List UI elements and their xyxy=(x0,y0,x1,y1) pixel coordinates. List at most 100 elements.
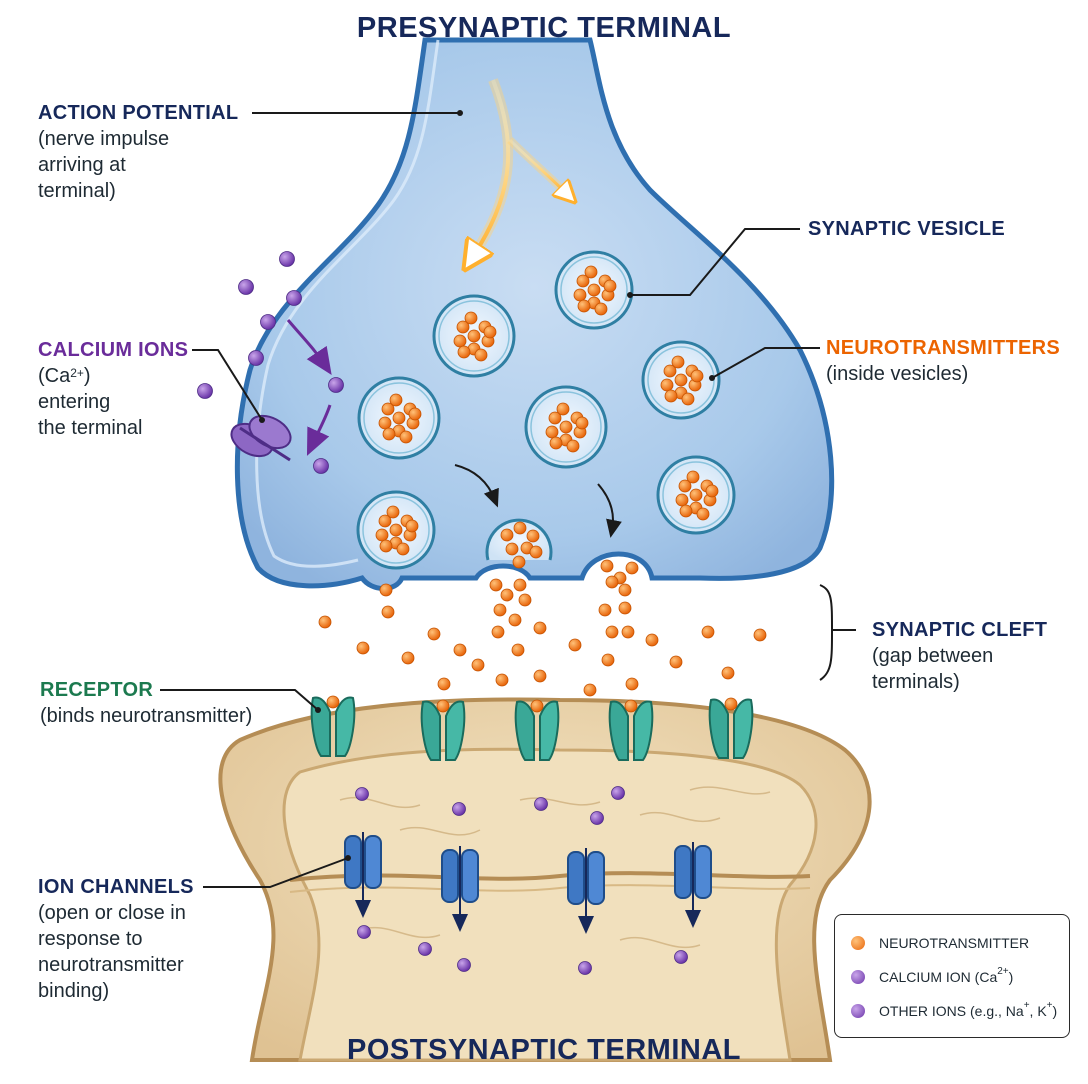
neurotransmitter-dot xyxy=(601,653,615,667)
neurotransmitter-dot xyxy=(625,561,639,575)
neurotransmitter-dot xyxy=(356,641,370,655)
receptor xyxy=(514,699,560,761)
ion-channel-right xyxy=(461,849,479,903)
synaptic-vesicle xyxy=(641,340,721,420)
action-potential-desc-3: terminal) xyxy=(38,180,116,202)
receptor-right-subunit xyxy=(733,698,754,759)
synaptic-cleft-desc-2: terminals) xyxy=(872,671,960,693)
ca-close: ) xyxy=(83,365,91,387)
receptor-right-subunit xyxy=(539,700,560,761)
neurotransmitter-dot xyxy=(379,539,393,553)
calcium-channel xyxy=(230,414,292,462)
fusing-vesicle xyxy=(485,518,639,602)
ion-dot xyxy=(238,279,254,295)
neurotransmitter-dot xyxy=(689,488,703,502)
synaptic-vesicle xyxy=(432,294,516,378)
leader-dot xyxy=(627,292,633,298)
ion-dot xyxy=(534,797,548,811)
neurotransmitter-dot xyxy=(696,507,710,521)
neurotransmitter-dot xyxy=(505,542,519,556)
ion-dot xyxy=(248,350,264,366)
receptor xyxy=(708,697,754,759)
calcium-entry-arrow xyxy=(306,404,332,456)
calcium-entry-arrow xyxy=(286,319,332,375)
receptor-right-subunit xyxy=(335,696,356,757)
neurotransmitter-dot xyxy=(598,603,612,617)
receptor-left-subunit xyxy=(420,700,441,761)
neurotransmitter-dot xyxy=(512,555,526,569)
neurotransmitter-dot xyxy=(605,625,619,639)
neurotransmitter-dot xyxy=(549,436,563,450)
receptor-title: RECEPTOR xyxy=(40,679,154,701)
calcium-ions-desc-2: the terminal xyxy=(38,417,143,439)
ion-channels-desc-3: neurotransmitter xyxy=(38,954,184,976)
neurotransmitter-dot xyxy=(724,697,738,711)
action-potential-label: ACTION POTENTIAL (nerve impulse arriving… xyxy=(38,100,238,204)
neurotransmitter-dot xyxy=(483,325,497,339)
neurotransmitter-dot xyxy=(474,348,488,362)
neurotransmitter-dot xyxy=(389,523,403,537)
neurotransmitter-dot xyxy=(399,430,413,444)
legend-item-calcium-ion: CALCIUM ION (Ca2+) xyxy=(851,965,1013,989)
neurotransmitter-dot xyxy=(500,588,514,602)
receptor-right-subunit xyxy=(633,700,654,761)
neurotransmitter-dot xyxy=(705,484,719,498)
calcium-ion-legend-dot xyxy=(851,970,865,984)
neurotransmitter-dot xyxy=(533,621,547,635)
neurotransmitter-dot xyxy=(753,628,767,642)
neurotransmitter-dot xyxy=(513,578,527,592)
legend-label-neurotransmitter: NEUROTRANSMITTER xyxy=(879,935,1030,951)
neurotransmitter-dot xyxy=(500,528,514,542)
neurotransmitter-dot xyxy=(701,625,715,639)
vesicle-movement-arrow xyxy=(454,464,499,508)
neurotransmitter-dot xyxy=(405,519,419,533)
neurotransmitter-dot xyxy=(386,505,400,519)
ion-channels-title: ION CHANNELS xyxy=(38,876,194,898)
ion-dot xyxy=(197,383,213,399)
ion-channel-right xyxy=(694,845,712,899)
neurotransmitter-dot xyxy=(326,695,340,709)
ion-dot xyxy=(313,458,329,474)
legend-k-charge: + xyxy=(1046,1000,1053,1011)
neurotransmitter-dot xyxy=(556,402,570,416)
neurotransmitter-dot xyxy=(533,669,547,683)
neurotransmitter-dot xyxy=(389,393,403,407)
action-potential-arrows xyxy=(472,78,568,258)
synaptic-vesicle-label: SYNAPTIC VESICLE xyxy=(808,216,1005,242)
vesicle-inner-ring xyxy=(363,382,435,454)
vesicle-inner-ring xyxy=(362,496,430,564)
neurotransmitter-dot xyxy=(573,288,587,302)
neurotransmitter-dot xyxy=(408,407,422,421)
legend-na-charge: + xyxy=(1023,1000,1030,1011)
other-ions xyxy=(355,786,688,975)
ion-dot xyxy=(674,950,688,964)
neurotransmitter-dot xyxy=(545,425,559,439)
receptor xyxy=(310,695,356,757)
vesicle-inner-ring xyxy=(560,256,628,324)
neurotransmitter-dot xyxy=(467,329,481,343)
ion-channels-desc-4: binding) xyxy=(38,980,110,1002)
vesicle-inner-ring xyxy=(438,300,510,372)
neurotransmitter-dot xyxy=(584,265,598,279)
legend-other-close: ) xyxy=(1052,1003,1058,1019)
leader-dot xyxy=(709,375,715,381)
receptor xyxy=(608,699,654,761)
leader-dot xyxy=(345,855,351,861)
ion-dot xyxy=(328,377,344,393)
legend: NEUROTRANSMITTER CALCIUM ION (Ca2+) OTHE… xyxy=(834,914,1070,1038)
receptor-left-subunit xyxy=(708,698,729,759)
synaptic-cleft-desc-1: (gap between xyxy=(872,645,994,667)
neurotransmitter-dot xyxy=(318,615,332,629)
ion-channel-right xyxy=(364,835,382,889)
neurotransmitter-dot xyxy=(559,420,573,434)
ion-channel-left xyxy=(344,835,362,889)
neurotransmitter-dot xyxy=(679,504,693,518)
neurotransmitter-dot xyxy=(378,416,392,430)
ion-channel-right xyxy=(587,851,605,905)
neurotransmitter-dot xyxy=(618,583,632,597)
neurotransmitter-dot xyxy=(381,605,395,619)
receptors xyxy=(310,695,754,761)
neurotransmitter-dot xyxy=(605,575,619,589)
legend-item-neurotransmitter: NEUROTRANSMITTER xyxy=(851,931,1029,955)
